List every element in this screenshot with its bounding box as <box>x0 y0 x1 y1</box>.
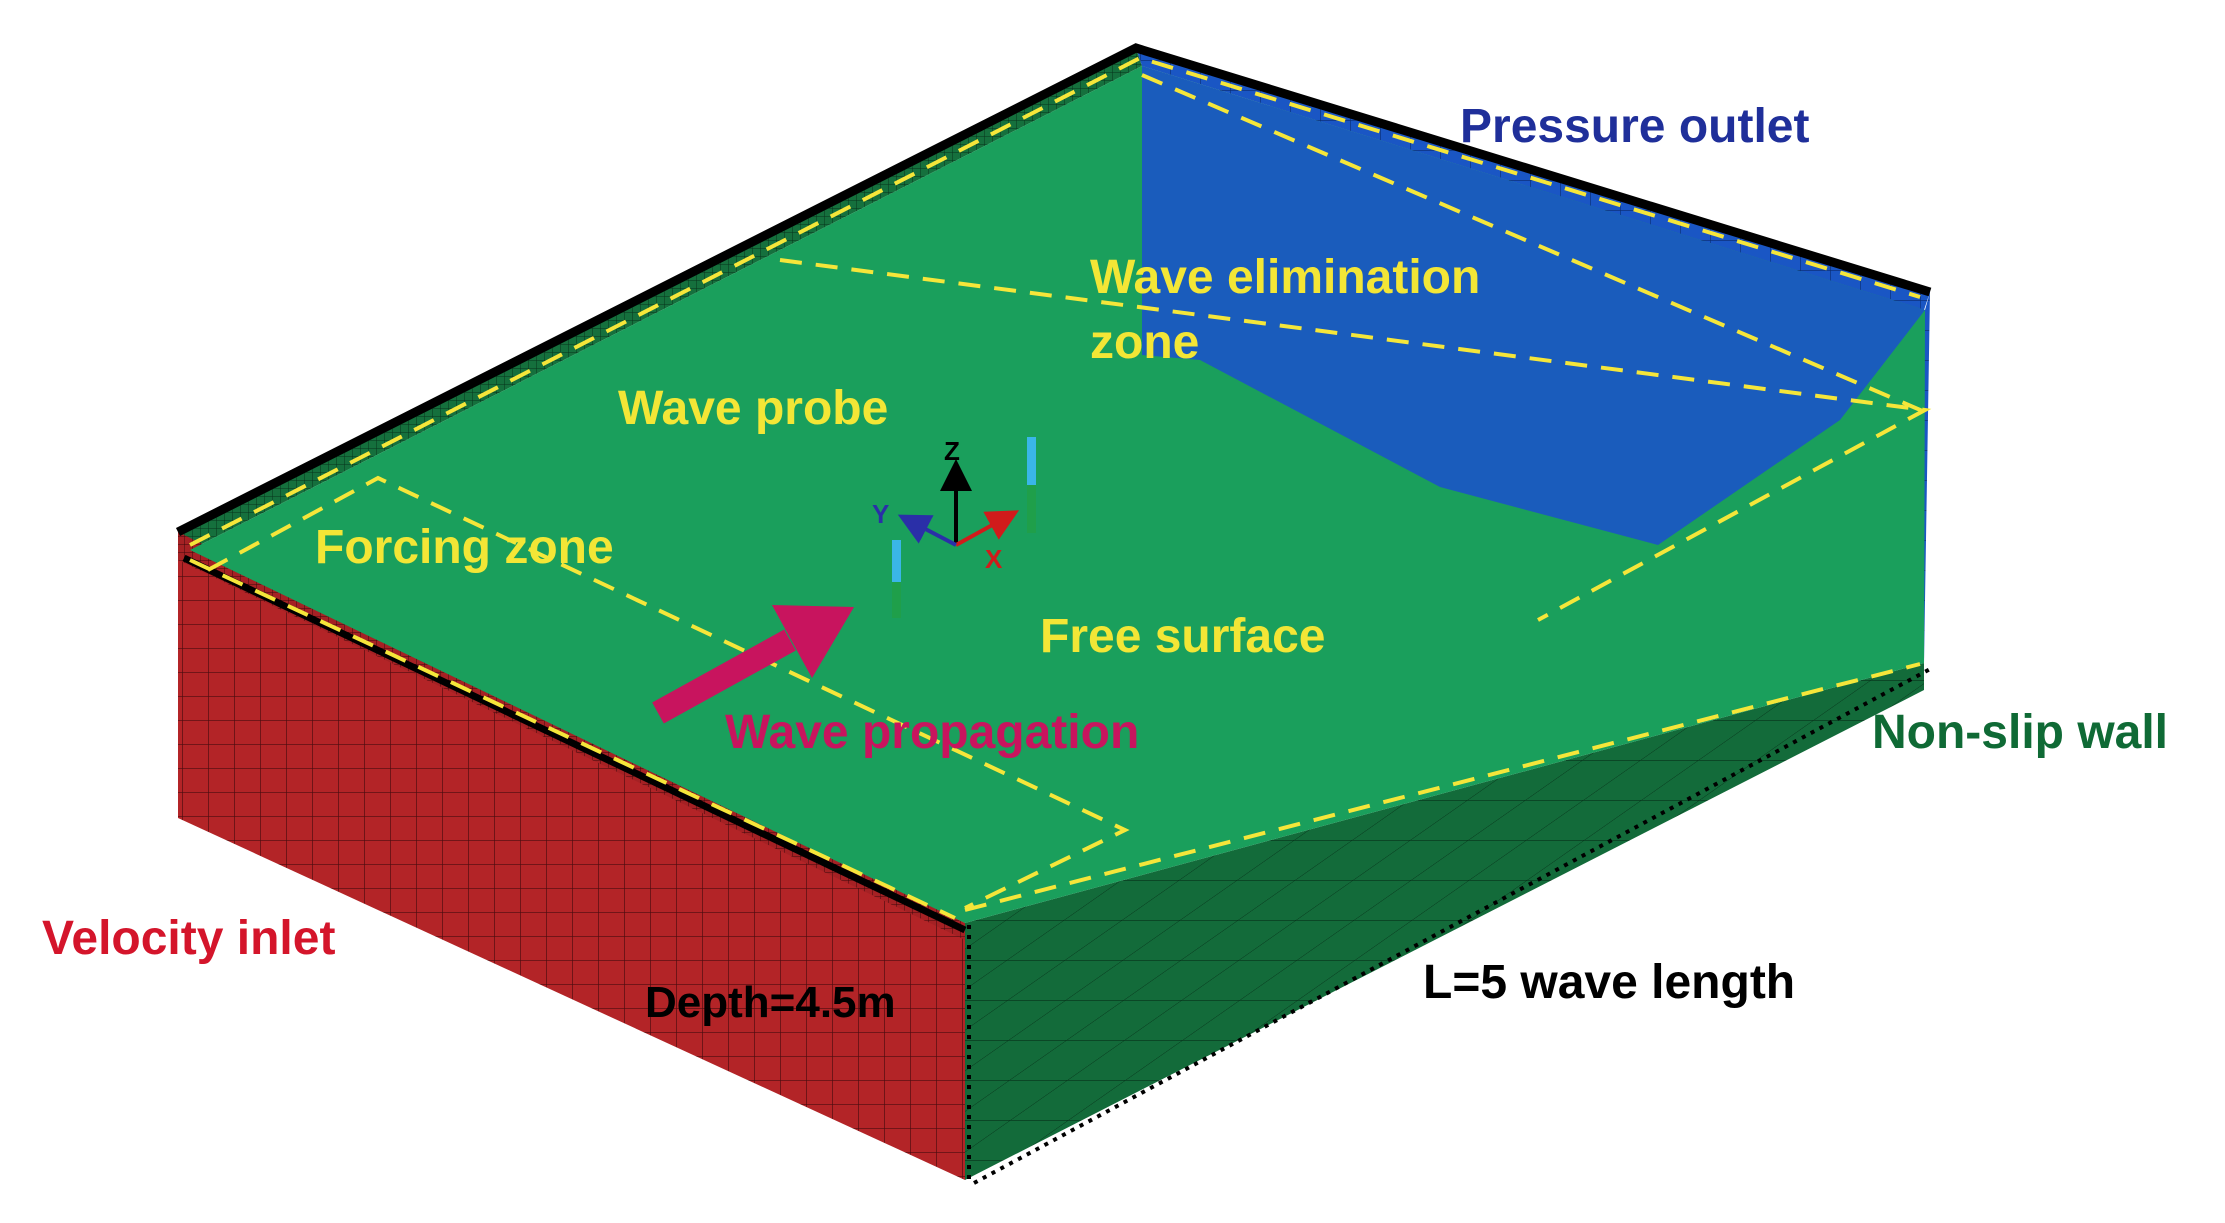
forcing-zone-label: Forcing zone <box>315 521 614 574</box>
non-slip-wall-label: Non-slip wall <box>1872 706 2168 759</box>
y-axis <box>897 514 957 547</box>
x-axis-label: X <box>985 544 1003 574</box>
velocity-inlet-label: Velocity inlet <box>42 912 335 965</box>
free-surface-label: Free surface <box>1040 610 1326 663</box>
wave-elimination-label: Wave elimination <box>1090 251 1480 304</box>
length-label: L=5 wave length <box>1423 956 1795 1009</box>
y-axis-label: Y <box>872 499 889 529</box>
x-axis <box>955 510 1020 547</box>
inlet-rim <box>182 554 967 934</box>
propagation-arrow <box>652 605 854 724</box>
wave-probe-1-base <box>892 582 901 618</box>
wave-probe-1 <box>892 540 901 582</box>
length-dimension <box>973 666 1933 1185</box>
non-slip-wall-face <box>965 663 1924 1180</box>
velocity-inlet-face <box>178 532 965 1180</box>
depth-label: Depth=4.5m <box>645 978 896 1027</box>
wave-probe-label: Wave probe <box>618 382 888 435</box>
wave-elimination-region <box>1142 66 1925 545</box>
wave-probe-2 <box>1027 437 1036 485</box>
wave-propagation-label: Wave propagation <box>725 706 1139 759</box>
z-axis-label: Z <box>944 436 960 466</box>
coordinate-axes: Z X Y <box>872 436 1020 574</box>
wave-elimination-label-line2: zone <box>1090 316 1199 369</box>
wave-probe-2-base <box>1027 485 1036 533</box>
pressure-outlet-label: Pressure outlet <box>1460 100 1809 153</box>
tank-rim <box>175 43 1932 537</box>
zone-outlines <box>189 55 1932 920</box>
back-wall <box>178 48 1142 550</box>
